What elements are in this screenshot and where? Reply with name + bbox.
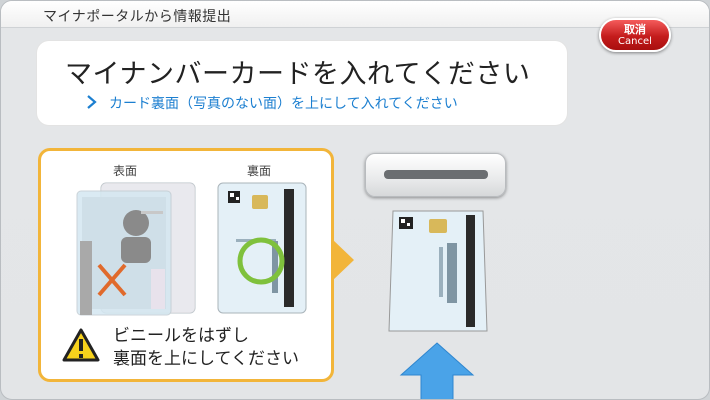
card-back-image: [217, 182, 307, 314]
cancel-label-en: Cancel: [618, 36, 652, 47]
warning-line-1: ビニールをはずし: [113, 326, 249, 346]
arrow-right-icon: [332, 239, 354, 281]
arrow-up-icon: [399, 342, 475, 399]
warning-line-2: 裏面を上にしてください: [113, 349, 299, 369]
cross-icon: [97, 263, 127, 297]
card-front-image: [76, 182, 196, 316]
instruction-header: マイナンバーカードを入れてください カード裏面（写真のない面）を上にして入れてく…: [37, 41, 567, 125]
card-slot: [384, 170, 488, 179]
warning-text: ビニールをはずし 裏面を上にしてください: [113, 325, 299, 371]
card-insert-image: [388, 210, 488, 332]
card-reader-icon: [365, 153, 506, 197]
circle-highlight-icon: [237, 237, 285, 285]
instruction-panel: 表面 裏面: [38, 148, 334, 382]
cancel-label-jp: 取消: [624, 23, 646, 36]
sub-instruction: カード裏面（写真のない面）を上にして入れてください: [109, 96, 458, 112]
title-bar: マイナポータルから情報提出: [1, 1, 709, 28]
warning-icon: [62, 328, 100, 362]
app-title: マイナポータルから情報提出: [43, 9, 232, 25]
back-label: 裏面: [247, 164, 272, 178]
cancel-button[interactable]: 取消 Cancel: [599, 18, 671, 52]
chevron-right-icon: [87, 95, 97, 109]
page-title: マイナンバーカードを入れてください: [65, 59, 531, 90]
front-label: 表面: [113, 164, 138, 178]
